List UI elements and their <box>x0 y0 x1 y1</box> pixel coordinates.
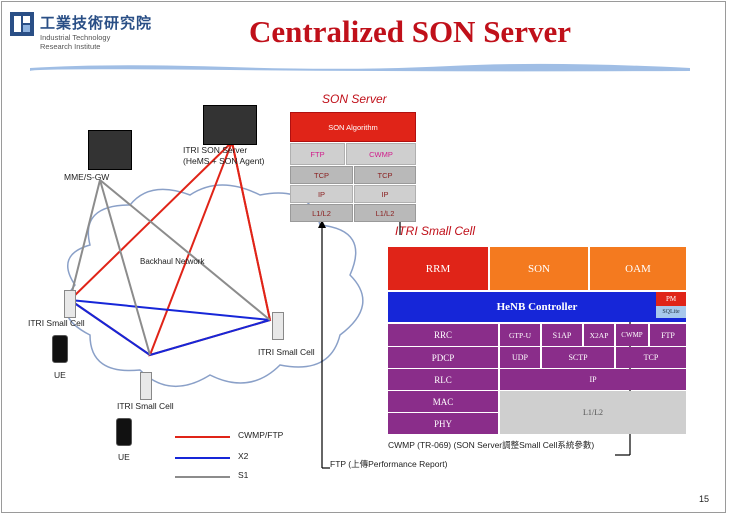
sctp-box: SCTP <box>542 347 614 368</box>
itri-logo-icon <box>10 12 34 36</box>
ip-box-cell: IP <box>500 369 686 390</box>
legend-x2-label: X2 <box>238 451 249 461</box>
title-underline <box>30 63 690 72</box>
legend-cwmp-label: CWMP/FTP <box>238 430 284 440</box>
ue-label-1: UE <box>54 370 66 380</box>
ue-phone-icon <box>116 418 132 446</box>
l1l2-box-1: L1/L2 <box>290 204 353 222</box>
legend-cwmp-line <box>175 436 230 438</box>
legend-s1-line <box>175 476 230 478</box>
mme-label: MME/S-GW <box>64 172 110 182</box>
son-server-icon <box>203 105 257 145</box>
pm-box: PM <box>656 292 686 306</box>
cwmp-box: CWMP <box>346 143 416 165</box>
mme-server-icon <box>88 130 132 170</box>
ftp-note: FTP (上傳Performance Report) <box>330 459 448 469</box>
s1ap-box: S1AP <box>542 324 582 346</box>
ue-label-2: UE <box>118 452 130 462</box>
x2-link <box>69 299 271 321</box>
son-server-heading: SON Server <box>322 92 387 106</box>
son-box: SON <box>490 247 588 290</box>
small-cell-left-label: ITRI Small Cell <box>28 318 85 328</box>
hems-label: (HeMS + SON Agent) <box>183 156 265 166</box>
cwmp-note: CWMP (TR-069) (SON Server調整Small Cell系統參… <box>388 440 595 450</box>
logo-english-1: Industrial Technology <box>40 33 111 42</box>
ip-box-1: IP <box>290 185 353 203</box>
logo-english-2: Research Institute <box>40 42 101 51</box>
small-cell-mid-label: ITRI Small Cell <box>258 347 315 357</box>
rlc-box: RLC <box>388 369 498 390</box>
udp-box: UDP <box>500 347 540 368</box>
mac-box: MAC <box>388 391 498 412</box>
page-number: 15 <box>699 494 710 504</box>
backhaul-cloud <box>64 184 364 387</box>
small-cell-bottom-icon <box>140 372 152 400</box>
s1-link <box>99 179 271 321</box>
s1-link <box>99 179 151 356</box>
ftp-box: FTP <box>290 143 345 165</box>
rrc-box: RRC <box>388 324 498 346</box>
legend-x2-line <box>175 457 230 459</box>
itri-son-server-label: ITRI SON Server <box>183 145 248 155</box>
small-cell-heading: ITRI Small Cell <box>395 224 476 238</box>
sqlite-box: SQLite <box>656 306 686 318</box>
small-cell-bottom-label: ITRI Small Cell <box>117 401 174 411</box>
small-cell-left-icon <box>64 290 76 318</box>
tcp-box-1: TCP <box>290 166 353 184</box>
ftp-arrowhead <box>318 220 326 228</box>
gtpu-box: GTP-U <box>500 324 540 346</box>
henb-controller-box: HeNB Controller <box>388 292 686 322</box>
l1l2-box-cell: L1/L2 <box>500 391 686 434</box>
ftp-box-cell: FTP <box>650 324 686 346</box>
small-cell-mid-icon <box>272 312 284 340</box>
legend-s1-label: S1 <box>238 470 249 480</box>
x2-link <box>149 319 271 356</box>
cwmp-link <box>231 141 271 321</box>
itri-logo-text: 工業技術研究院 Industrial Technology Research I… <box>40 12 152 51</box>
cwmp-box-cell: CWMP <box>616 324 648 346</box>
backhaul-label: Backhaul Network <box>140 257 205 266</box>
rrm-box: RRM <box>388 247 488 290</box>
ip-box-2: IP <box>354 185 416 203</box>
pdcp-box: PDCP <box>388 347 498 368</box>
son-algorithm-box: SON Algorithm <box>290 112 416 142</box>
l1l2-box-2: L1/L2 <box>354 204 416 222</box>
tcp-box-2: TCP <box>354 166 416 184</box>
logo-chinese: 工業技術研究院 <box>40 14 153 32</box>
ue-phone-icon <box>52 335 68 363</box>
x2ap-box: X2AP <box>584 324 614 346</box>
x2-link <box>69 299 151 356</box>
slide-title: Centralized SON Server <box>249 14 571 49</box>
s1-link <box>69 179 101 301</box>
tcp-box-cell: TCP <box>616 347 686 368</box>
oam-box: OAM <box>590 247 686 290</box>
phy-box: PHY <box>388 413 498 434</box>
